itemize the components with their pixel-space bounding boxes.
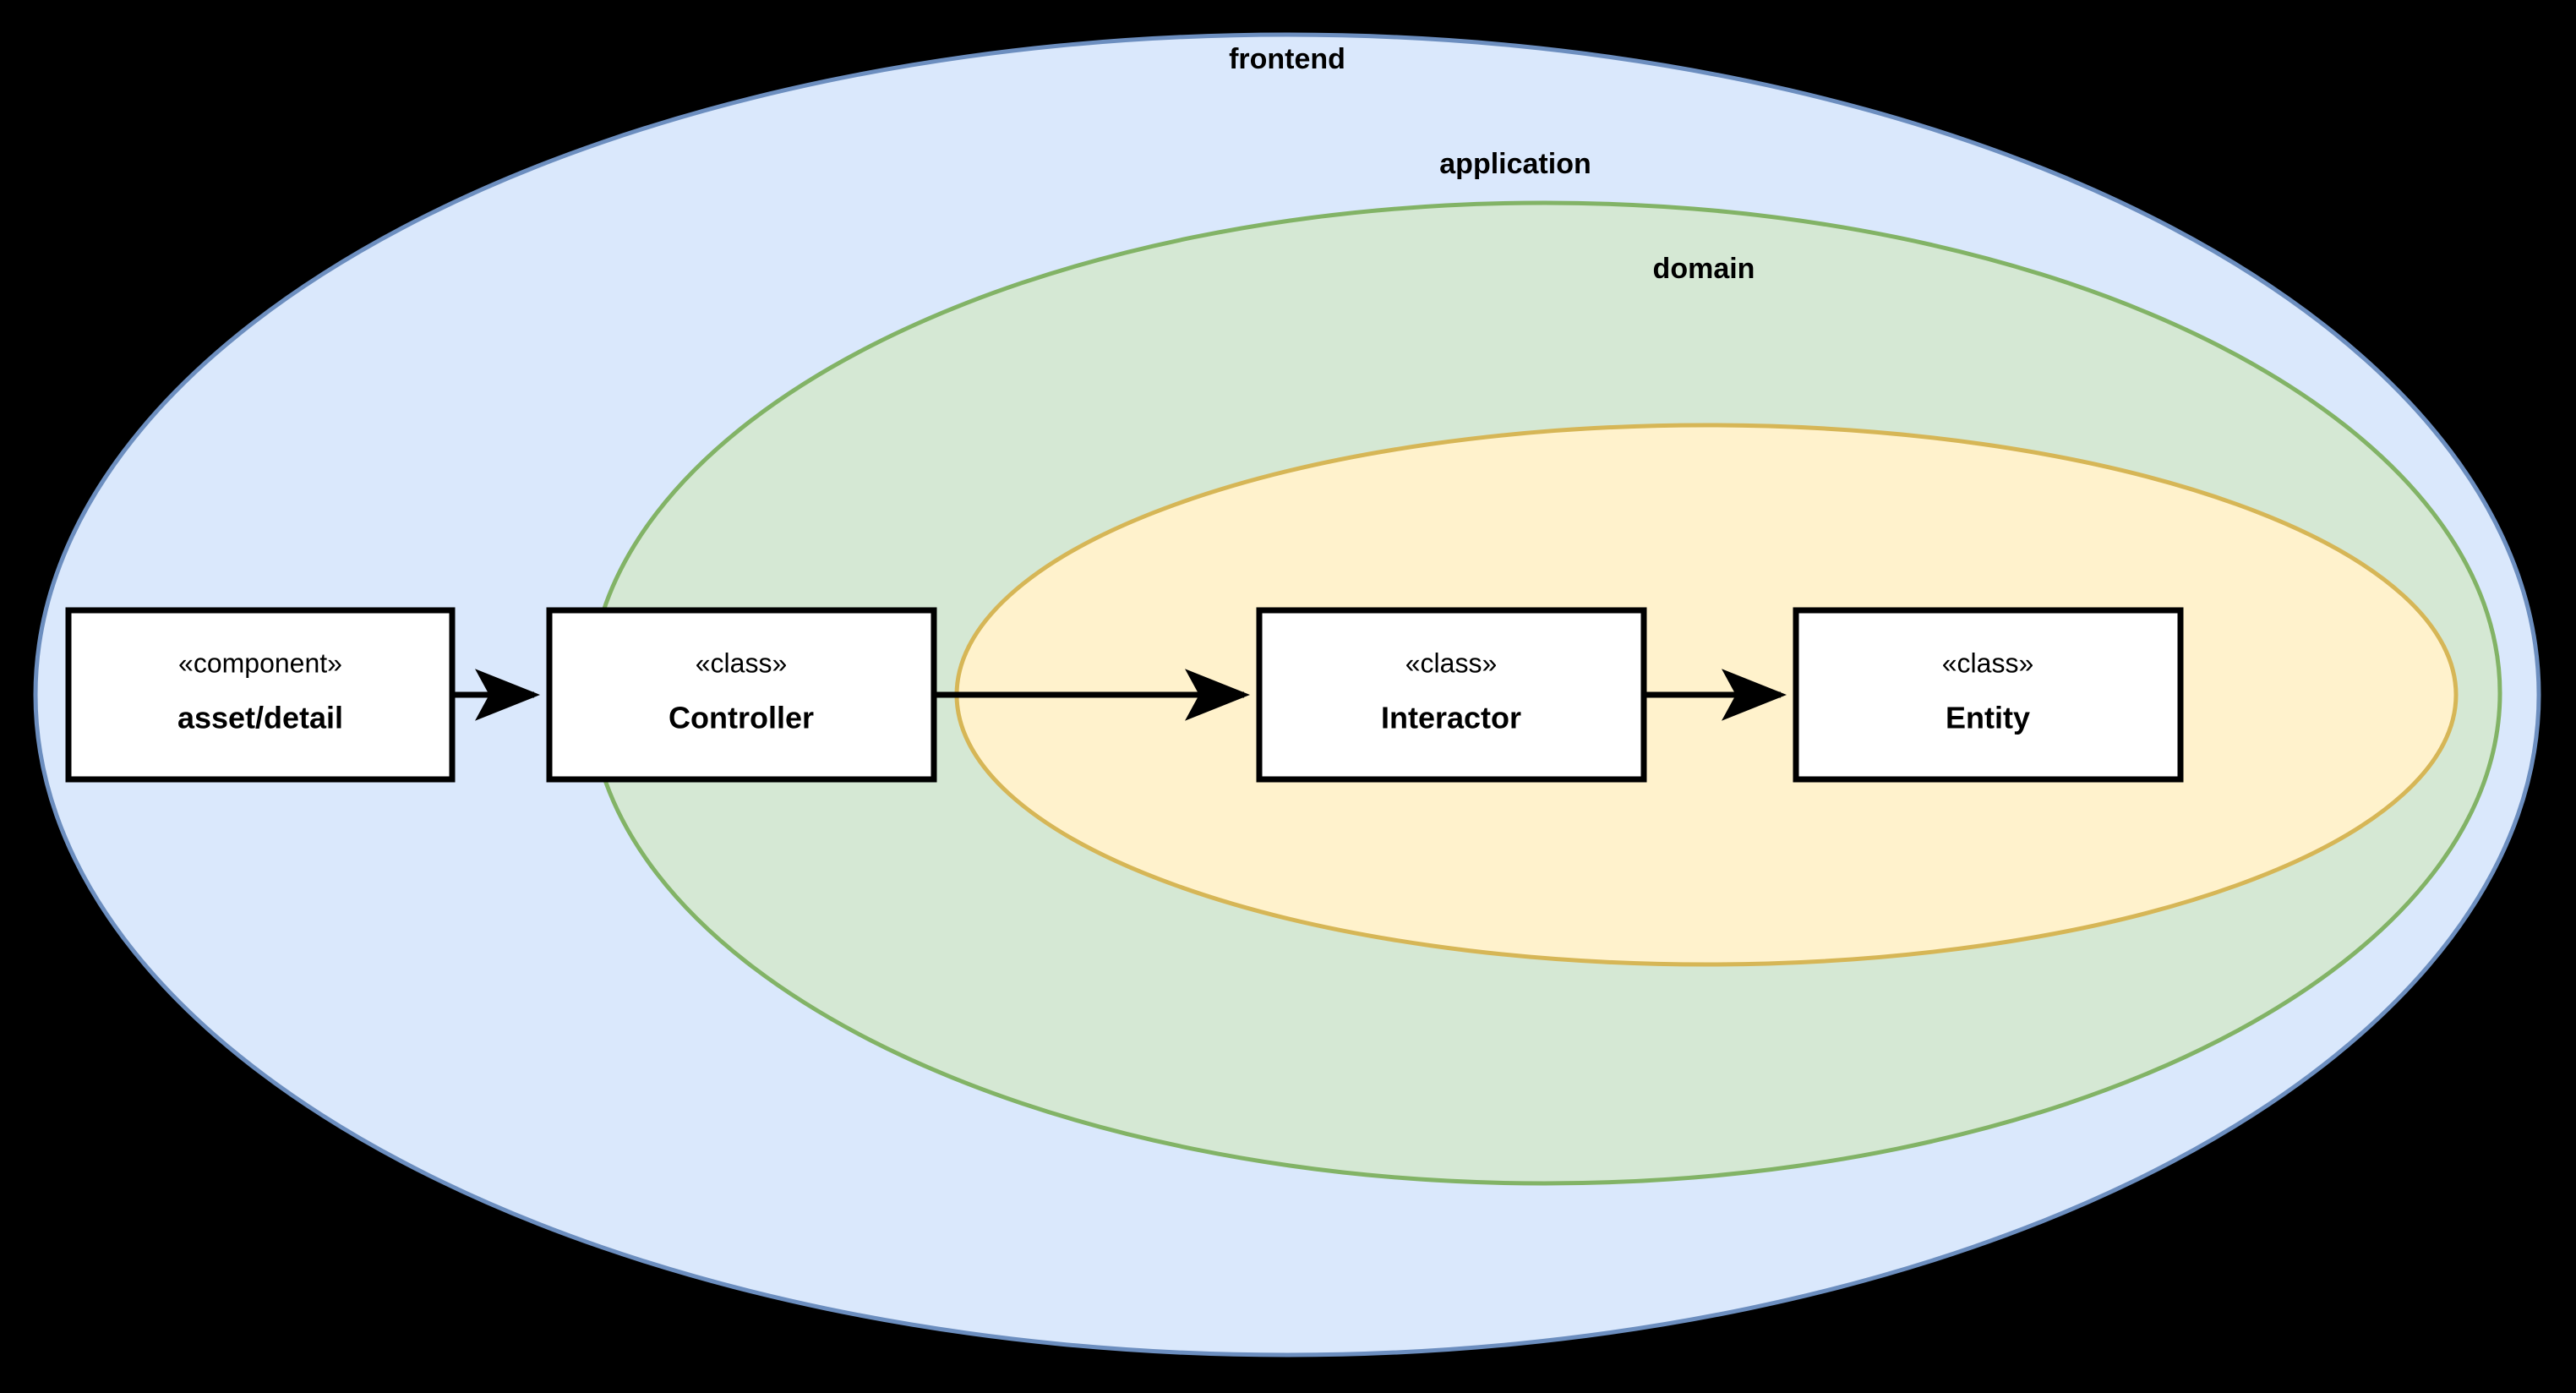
node-interactor-stereotype: «class» xyxy=(1405,647,1498,678)
node-entity[interactable]: «class» Entity xyxy=(1793,607,2184,783)
node-asset-detail-box[interactable] xyxy=(65,607,456,783)
node-controller-stereotype: «class» xyxy=(696,647,788,678)
node-entity-stereotype: «class» xyxy=(1942,647,2034,678)
node-asset-detail-stereotype: «component» xyxy=(178,647,342,678)
node-interactor-box[interactable] xyxy=(1256,607,1647,783)
node-asset-detail-name: asset/detail xyxy=(177,701,343,735)
node-asset-detail[interactable]: «component» asset/detail xyxy=(65,607,456,783)
application-layer-label: application xyxy=(1439,148,1591,180)
node-interactor[interactable]: «class» Interactor xyxy=(1256,607,1647,783)
frontend-layer-label: frontend xyxy=(1229,43,1345,75)
node-interactor-name: Interactor xyxy=(1381,701,1521,735)
node-entity-box[interactable] xyxy=(1793,607,2184,783)
domain-layer-label: domain xyxy=(1653,253,1755,285)
node-entity-name: Entity xyxy=(1946,701,2030,735)
node-controller-box[interactable] xyxy=(546,607,937,783)
node-controller[interactable]: «class» Controller xyxy=(546,607,937,783)
node-controller-name: Controller xyxy=(669,701,814,735)
